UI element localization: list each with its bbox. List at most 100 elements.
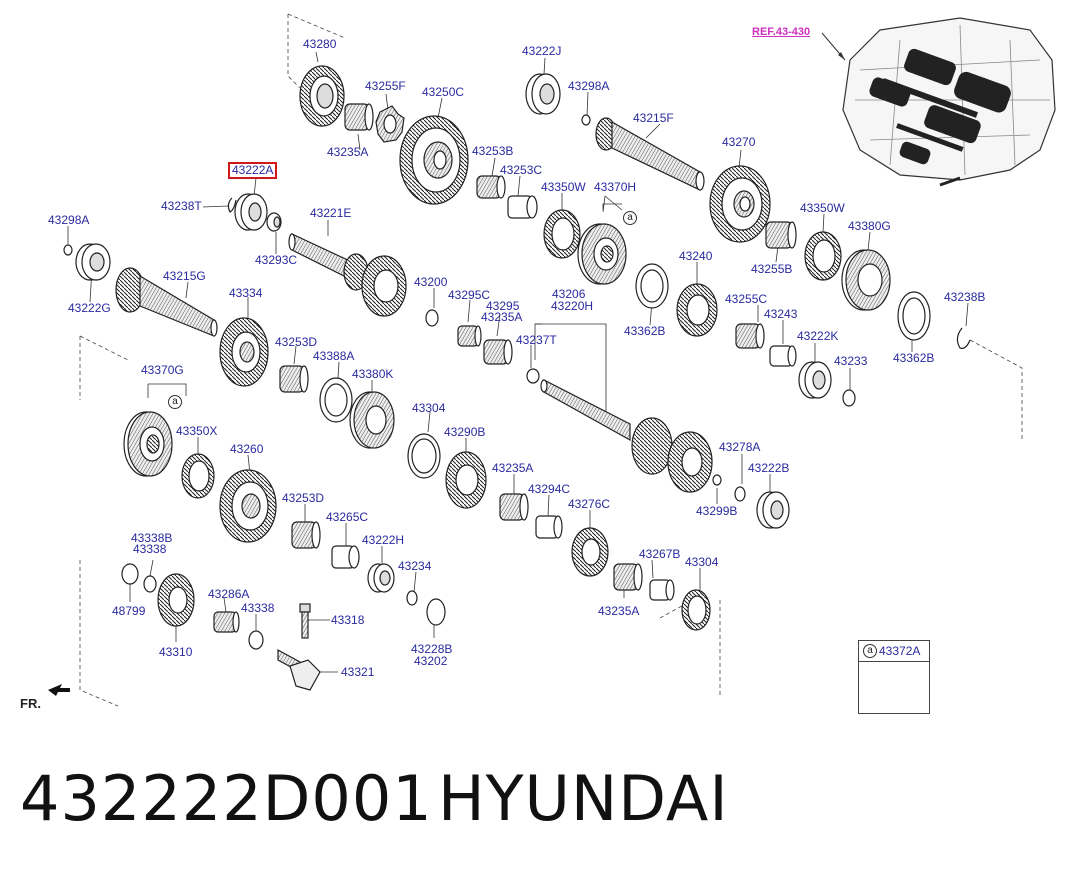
part-label: 43240: [679, 249, 713, 263]
part-label: 43215G: [163, 269, 206, 283]
part-label: 43370H: [594, 180, 637, 194]
synchro-ring-43350W-2: [804, 231, 842, 281]
part-label: 43215F: [633, 111, 674, 125]
legend-box: a 43372A: [858, 640, 930, 714]
needle-bearing-43253B: [476, 175, 506, 199]
part-label: 43294C: [528, 482, 571, 496]
gear-43260: [219, 469, 277, 543]
needle-bearing-43295C: [457, 325, 482, 347]
part-label: 43250C: [422, 85, 465, 99]
legend-marker: a: [863, 644, 877, 658]
needle-bearing-43235A-4: [613, 563, 643, 591]
part-label: 43304: [412, 401, 446, 415]
part-label: 43253D: [282, 491, 325, 505]
part-label: 43237T: [516, 333, 557, 347]
sleeve-43294C: [535, 515, 563, 539]
part-label: 43243: [764, 307, 798, 321]
bearing-43222G: [75, 243, 111, 281]
synchro-hub-43370H: [577, 223, 627, 285]
gear-43270: [709, 165, 771, 243]
part-label: 43318: [331, 613, 365, 627]
part-label: 43338: [241, 601, 275, 615]
part-label: 43235A: [327, 145, 369, 159]
shaft-43215F: [595, 117, 705, 191]
leader-lines: [67, 51, 969, 673]
part-label: 43233: [834, 354, 868, 368]
gear-43280: [299, 65, 345, 127]
part-label: 43310: [159, 645, 193, 659]
brand-title: HYUNDAI: [438, 762, 729, 835]
sleeve-43267B: [649, 579, 675, 601]
callout-marker-a: a: [168, 395, 182, 409]
ring-43278A: [734, 486, 746, 502]
needle-bearing-43235A-2: [483, 339, 513, 365]
part-label: 43380G: [848, 219, 891, 233]
part-label: 43235A: [492, 461, 534, 475]
part-label: 43380K: [352, 367, 394, 381]
part-label: 43350W: [800, 201, 845, 215]
part-label: 43321: [341, 665, 375, 679]
ring-48799: [121, 563, 139, 585]
part-label: 43235A: [598, 604, 640, 618]
needle-bearing-43255B: [765, 221, 797, 249]
sleeve-43253C: [507, 195, 538, 219]
part-number-title: 432222D001: [20, 762, 433, 835]
part-label: 43362B: [624, 324, 666, 338]
part-label: 43350W: [541, 180, 586, 194]
synchro-ring-43350W-1: [543, 209, 581, 259]
part-label: 43304: [685, 555, 719, 569]
part-label: 43350X: [176, 424, 218, 438]
ring-43228B: [426, 598, 446, 626]
part-label: 43267B: [639, 547, 681, 561]
part-label: 43235A: [481, 310, 523, 324]
part-label: 43298A: [568, 79, 610, 93]
part-label: 43220H: [551, 299, 594, 313]
bearing-43293C: [266, 212, 282, 232]
needle-bearing-43235A-3: [499, 493, 529, 521]
part-label: 43270: [722, 135, 756, 149]
part-label: 43253D: [275, 335, 318, 349]
ref-link[interactable]: REF.43-430: [752, 26, 811, 38]
part-label: 43222H: [362, 533, 405, 547]
ring-43233: [842, 389, 856, 407]
part-label: 43221E: [310, 206, 352, 220]
part-label: 43286A: [208, 587, 250, 601]
seal-43298A-2: [63, 244, 73, 256]
transaxle-housing-sketch: [842, 17, 1056, 187]
output-shaft-43220H: [540, 379, 713, 493]
seal-43200: [425, 309, 439, 327]
needle-bearing-43253D-1: [279, 365, 309, 393]
gear-43380K: [349, 391, 395, 449]
part-label: 43290B: [444, 425, 486, 439]
part-label: 43222J: [522, 44, 562, 58]
part-label: 43334: [229, 286, 263, 300]
part-label: 43280: [303, 37, 337, 51]
part-label: 43253C: [500, 163, 543, 177]
washer-43338-2: [248, 630, 264, 650]
highlighted-part-label[interactable]: 43222A: [228, 162, 278, 179]
seal-43299B: [712, 474, 722, 486]
gear-43276C: [571, 527, 609, 577]
part-label: 43200: [414, 275, 448, 289]
front-arrow-icon: [48, 684, 70, 696]
exploded-parts-diagram: [48, 13, 1056, 707]
snap-ring-43238B: [956, 327, 971, 349]
part-label: 43202: [414, 654, 448, 668]
part-label: 48799: [112, 604, 146, 618]
callout-marker-a: a: [623, 211, 637, 225]
ring-43338-1: [143, 575, 157, 593]
bearing-43222B: [756, 491, 790, 529]
bearing-43222H: [367, 563, 395, 593]
part-label: 43388A: [313, 349, 355, 363]
gear-43250C: [399, 115, 469, 205]
circlip-43238T: [227, 197, 237, 213]
part-label: 43222K: [797, 329, 839, 343]
front-label: FR.: [20, 696, 41, 711]
bearing-43222K: [798, 361, 832, 399]
part-label: 43295C: [448, 288, 491, 302]
part-label: 43228B: [411, 642, 453, 656]
legend-part-label: 43372A: [879, 644, 921, 658]
ring-43234: [406, 590, 418, 606]
part-label: 43255F: [365, 79, 406, 93]
synchro-hub-43370G: [123, 411, 173, 477]
